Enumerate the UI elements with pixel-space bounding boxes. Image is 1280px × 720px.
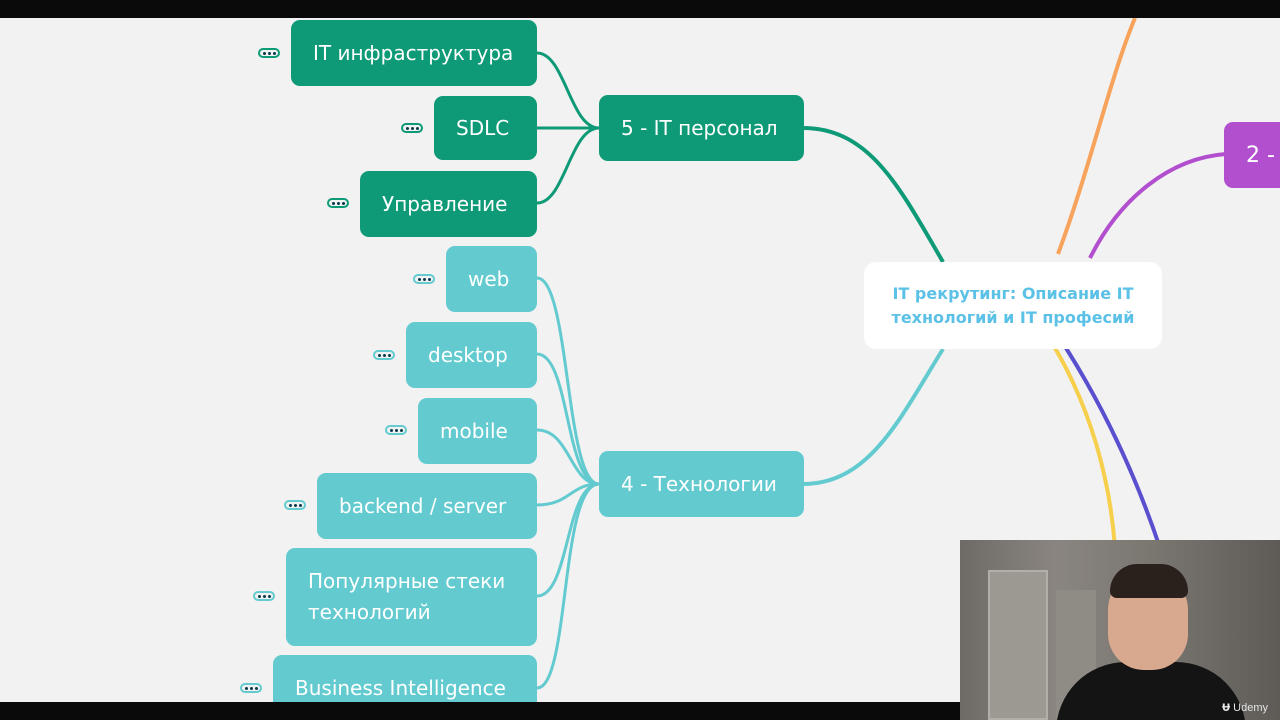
video-top-bar (0, 0, 1280, 18)
branch-node-it-personnel-label: 5 - IT персонал (621, 116, 778, 140)
udemy-logo-icon: ᵾ Udemy (1221, 698, 1268, 714)
ellipsis-icon[interactable] (401, 123, 430, 133)
topic-mobile[interactable]: mobile (418, 398, 537, 464)
central-topic-node[interactable]: IT рекрутинг: Описание IT технологий и I… (864, 262, 1162, 349)
webcam-door (988, 570, 1048, 720)
topic-backend-server-label: backend / server (339, 494, 507, 518)
ellipsis-icon[interactable] (253, 591, 282, 601)
topic-management[interactable]: Управление (360, 171, 537, 237)
webcam-overlay: ᵾ Udemy (960, 540, 1280, 720)
topic-management-label: Управление (382, 192, 508, 216)
mindmap-connectors (536, 18, 1227, 690)
ellipsis-icon[interactable] (385, 425, 414, 435)
branch-node-2[interactable]: 2 - (1224, 122, 1280, 188)
topic-desktop[interactable]: desktop (406, 322, 537, 388)
ellipsis-icon[interactable] (327, 198, 356, 208)
topic-desktop-label: desktop (428, 343, 508, 367)
topic-it-infrastructure-label: IT инфраструктура (313, 41, 514, 65)
ellipsis-icon[interactable] (413, 274, 442, 284)
topic-web-label: web (468, 267, 510, 291)
presenter-hair (1110, 564, 1188, 598)
topic-mobile-label: mobile (440, 419, 508, 443)
ellipsis-icon[interactable] (284, 500, 313, 510)
ellipsis-icon[interactable] (258, 48, 287, 58)
branch-node-2-label: 2 - (1246, 142, 1275, 168)
topic-sdlc[interactable]: SDLC (434, 96, 537, 160)
central-topic-line-1: IT рекрутинг: Описание IT (892, 283, 1134, 303)
topic-business-intelligence-label: Business Intelligence (295, 676, 506, 700)
ellipsis-icon[interactable] (240, 683, 269, 693)
mindmap-canvas[interactable]: IT рекрутинг: Описание IT технологий и I… (0, 18, 1280, 702)
central-topic-line-2: технологий и IT професий (891, 307, 1135, 327)
branch-node-technologies[interactable]: 4 - Технологии (599, 451, 804, 517)
branch-node-technologies-label: 4 - Технологии (621, 472, 777, 496)
topic-backend-server[interactable]: backend / server (317, 473, 537, 539)
topic-popular-stacks-label: Популярные стеки технологий (308, 569, 506, 624)
ellipsis-icon[interactable] (373, 350, 402, 360)
topic-sdlc-label: SDLC (456, 116, 510, 140)
topic-popular-stacks[interactable]: Популярные стеки технологий (286, 548, 537, 646)
branch-node-it-personnel[interactable]: 5 - IT персонал (599, 95, 804, 161)
topic-web[interactable]: web (446, 246, 537, 312)
topic-it-infrastructure[interactable]: IT инфраструктура (291, 20, 537, 86)
udemy-brand-text: Udemy (1233, 702, 1268, 714)
topic-business-intelligence[interactable]: Business Intelligence (273, 655, 537, 702)
